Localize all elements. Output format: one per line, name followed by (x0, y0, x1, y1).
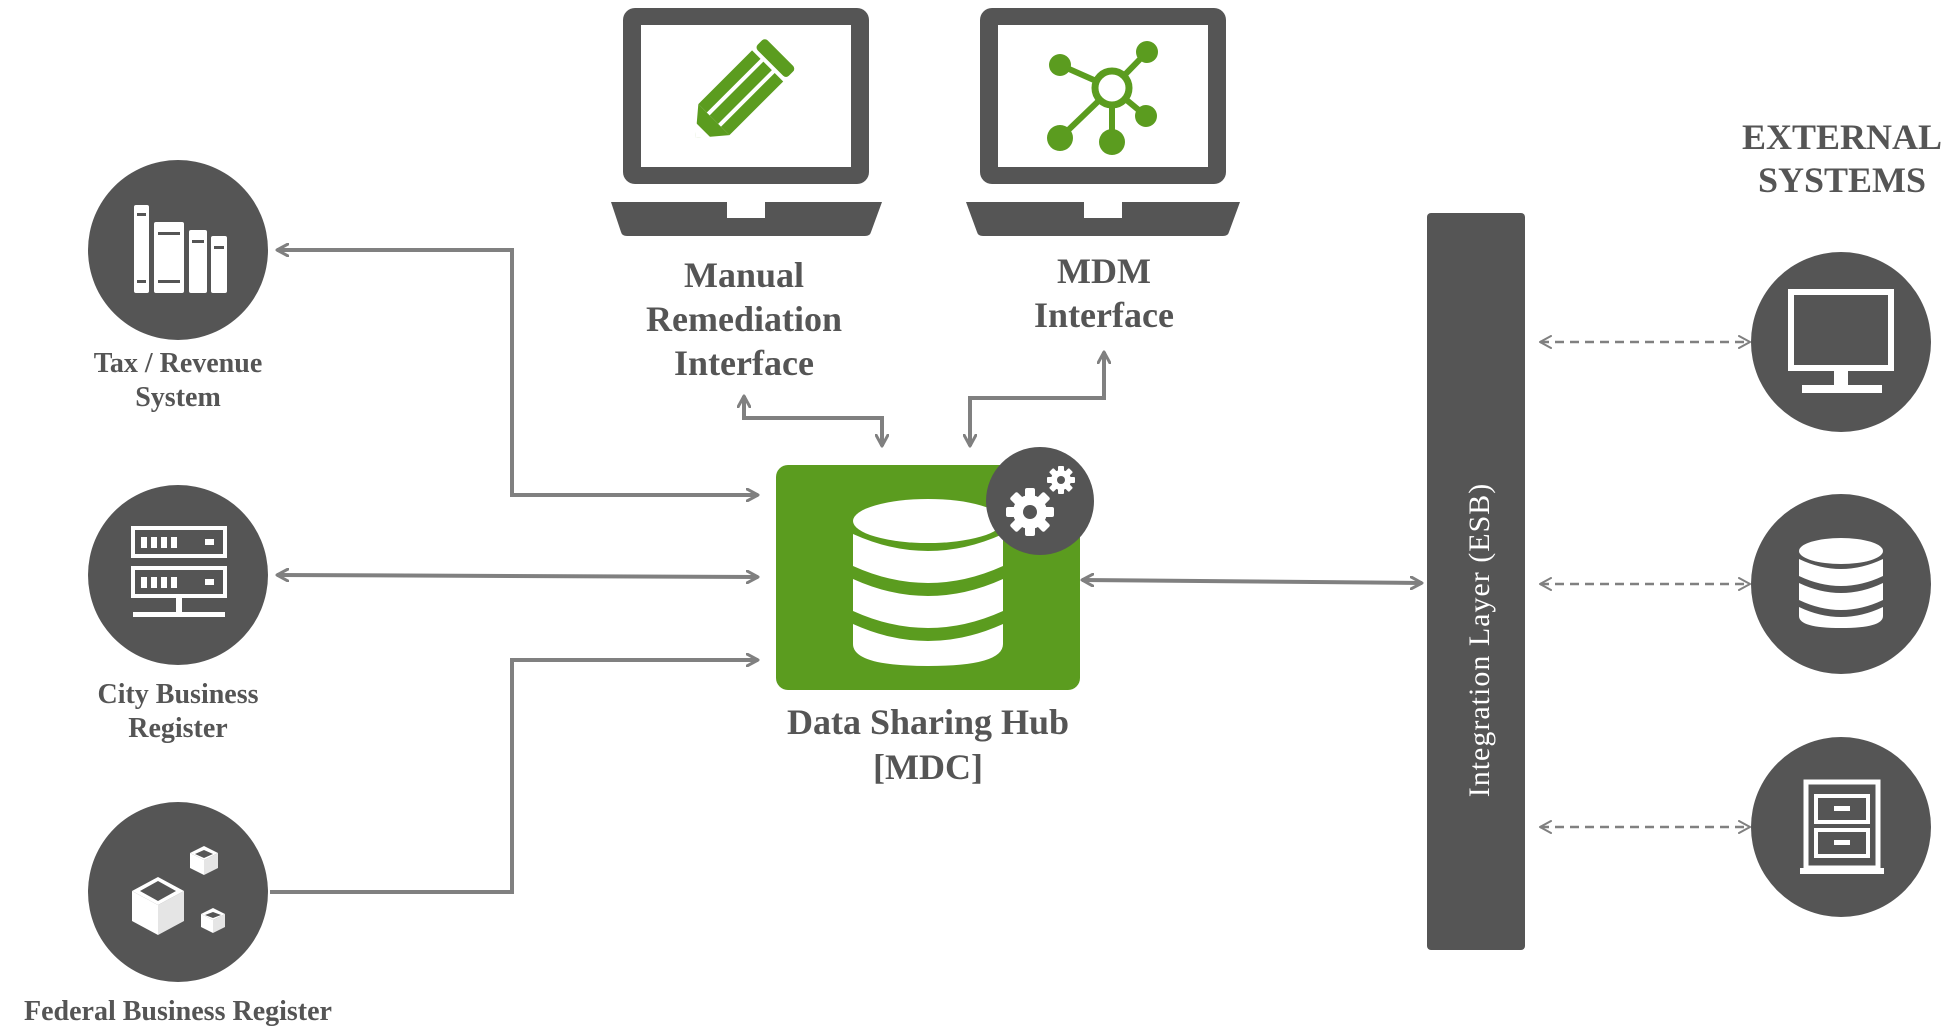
database-icon (1799, 538, 1883, 628)
books-icon (134, 205, 227, 293)
federal-connector (270, 660, 758, 894)
server-icon (131, 526, 227, 617)
tax-revenue-label: Tax / Revenue System (28, 347, 328, 414)
city-business-label: City Business Register (28, 678, 328, 745)
external-title-line1: EXTERNAL (1741, 117, 1943, 157)
external-systems-title: EXTERNAL SYSTEMS (1722, 116, 1960, 202)
data-sharing-hub-label: Data Sharing Hub [MDC] (718, 700, 1138, 790)
pencil-icon (695, 39, 795, 139)
federal-label-line1: Federal Business Register (24, 996, 332, 1027)
tax-revenue-node (88, 160, 268, 340)
city-label-line2: Register (128, 712, 228, 744)
monitor-icon (1788, 289, 1894, 393)
cubes-icon (132, 846, 225, 935)
hub-label-line1: Data Sharing Hub (786, 702, 1070, 742)
integration-layer-bar (1427, 213, 1525, 950)
hub-label-line2: [MDC] (873, 747, 983, 787)
mdm-interface-label: MDM Interface (934, 250, 1274, 338)
federal-business-label: Federal Business Register (0, 995, 356, 1029)
manual-label-line2: Remediation (646, 298, 842, 339)
hub-esb-connector (1082, 580, 1422, 583)
tax-label-line2: System (135, 381, 221, 413)
city-business-node (88, 485, 268, 665)
external-title-line2: SYSTEMS (1757, 160, 1927, 201)
mdm-label-line1: MDM (1057, 251, 1151, 291)
manual-remediation-label: Manual Remediation Interface (574, 254, 914, 386)
city-label-line1: City Business (97, 679, 259, 710)
external-system-2 (1751, 494, 1931, 674)
external-system-1 (1751, 252, 1931, 432)
gears-icon (1006, 466, 1075, 536)
cabinet-icon (1800, 779, 1884, 874)
mdm-label-line2: Interface (1034, 294, 1174, 335)
data-sharing-hub (776, 447, 1094, 690)
tax-connector (277, 250, 758, 495)
manual-remediation-laptop (611, 8, 882, 236)
mdm-connector (970, 352, 1104, 446)
mdm-laptop (966, 8, 1240, 236)
manual-label-line3: Interface (674, 342, 814, 383)
external-system-3 (1751, 737, 1931, 917)
database-icon (853, 499, 1003, 666)
federal-business-node (88, 802, 268, 982)
integration-layer-label: Integration Layer (ESB) (1463, 482, 1496, 798)
manual-connector (744, 396, 882, 446)
network-icon (1047, 41, 1158, 155)
tax-label-line1: Tax / Revenue (93, 348, 263, 379)
manual-label-line1: Manual (683, 255, 805, 295)
city-connector (277, 575, 758, 577)
connectors (270, 250, 1751, 894)
